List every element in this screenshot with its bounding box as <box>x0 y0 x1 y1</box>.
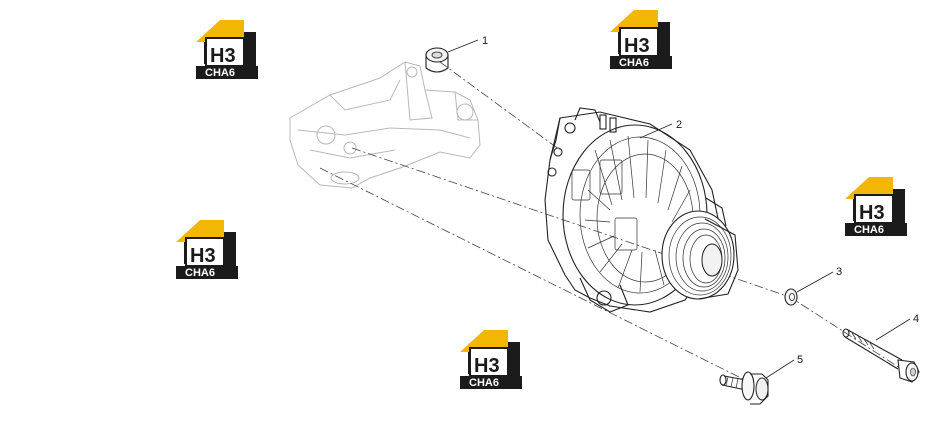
watermark-code: H3 <box>210 45 236 67</box>
watermark-brand: CHA6 <box>185 267 215 279</box>
callout-label: 2 <box>676 119 682 131</box>
watermark-code: H3 <box>859 202 885 224</box>
callout-label: 5 <box>797 354 803 366</box>
watermark-logo: H3 CHA6 <box>195 19 259 80</box>
watermark-brand: CHA6 <box>854 224 884 236</box>
callout-5: 5 <box>765 354 803 379</box>
assembly-axes <box>319 61 901 381</box>
alternator-part <box>544 107 739 313</box>
callout-label: 4 <box>913 313 919 325</box>
bushing-part <box>425 47 449 73</box>
watermark-logo: H3 CHA6 <box>175 219 239 280</box>
watermark-logo: H3 CHA6 <box>844 176 908 237</box>
watermark-code: H3 <box>474 355 500 377</box>
callout-2: 2 <box>639 119 682 139</box>
long-bolt-part <box>842 328 920 383</box>
mounting-bracket-ghost <box>289 61 481 189</box>
callout-label: 1 <box>482 35 488 47</box>
callout-4: 4 <box>875 313 919 341</box>
watermark-brand: CHA6 <box>205 67 235 79</box>
callout-1: 1 <box>447 35 488 53</box>
watermark-logo: H3 CHA6 <box>459 329 523 390</box>
watermark-brand: CHA6 <box>469 377 499 389</box>
watermark-logo: H3 CHA6 <box>609 9 673 70</box>
watermark-code: H3 <box>190 245 216 267</box>
flange-bolt-part <box>719 371 769 405</box>
washer-part <box>784 288 798 306</box>
callout-label: 3 <box>836 266 842 278</box>
watermark-brand: CHA6 <box>619 57 649 69</box>
callout-3: 3 <box>796 266 842 293</box>
watermark-code: H3 <box>624 35 650 57</box>
